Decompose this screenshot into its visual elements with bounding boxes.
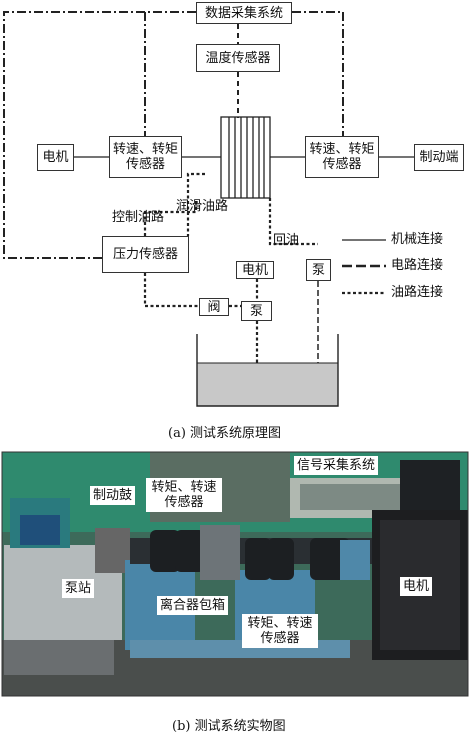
oil-lines: [143, 172, 318, 363]
speed-torque-bottom-label: 转矩、转速传感器: [242, 614, 318, 648]
signal-acquisition-label: 信号采集系统: [294, 456, 379, 475]
pump-motor-box: 电机: [236, 261, 274, 279]
control-oil-label: 控制油路: [112, 210, 165, 225]
valve-box: 阀: [199, 298, 229, 316]
return-pump-box: 泵: [306, 259, 331, 281]
lube-oil-label: 润滑油路: [176, 199, 229, 214]
speed-torque-top-label: 转矩、转速传感器: [146, 478, 222, 512]
speed-torque-sensor-left: 转速、转矩传感器: [109, 136, 182, 178]
clutch-plates: [220, 116, 271, 199]
motor-photo-label: 电机: [400, 577, 433, 596]
pressure-sensor-box: 压力传感器: [102, 236, 189, 273]
brake-drum-label: 制动鼓: [90, 486, 136, 505]
oil-tank: [196, 334, 339, 407]
test-rig-photo: [1, 451, 469, 697]
pump-station-label: 泵站: [62, 579, 95, 598]
data-acquisition-box: 数据采集系统: [196, 2, 292, 24]
return-oil-label: 回油: [273, 233, 300, 248]
motor-box: 电机: [37, 144, 74, 171]
temperature-sensor-box: 温度传感器: [196, 44, 280, 72]
brake-end-box: 制动端: [414, 144, 464, 171]
legend-lines: [342, 239, 386, 295]
pump-box: 泵: [241, 301, 272, 321]
legend-oil: 油路连接: [391, 285, 444, 300]
electrical-lines: [3, 11, 344, 259]
caption-a: (a) 测试系统原理图: [168, 426, 282, 441]
clutch-box-label: 离合器包箱: [157, 596, 229, 615]
legend-electrical: 电路连接: [391, 258, 444, 273]
caption-b: (b) 测试系统实物图: [172, 719, 286, 734]
legend-mechanical: 机械连接: [391, 232, 444, 247]
speed-torque-sensor-right: 转速、转矩传感器: [305, 136, 379, 178]
